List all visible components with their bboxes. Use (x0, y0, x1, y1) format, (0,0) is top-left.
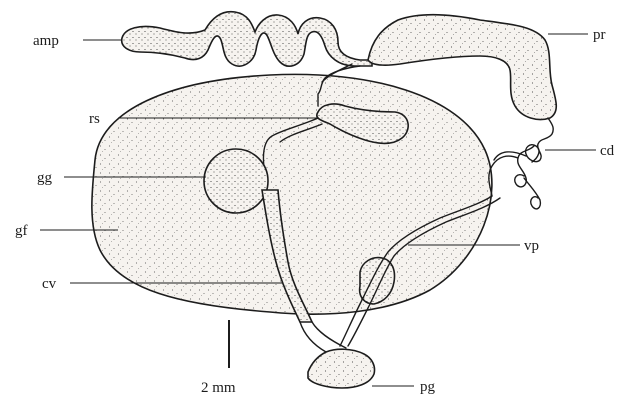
label-amp: amp (33, 33, 59, 49)
ampulla-amp (122, 12, 372, 66)
label-pg: pg (420, 379, 436, 395)
label-cv: cv (42, 276, 57, 292)
label-gf: gf (15, 223, 28, 239)
label-cd: cd (600, 143, 615, 159)
scale-bar: 2 mm (201, 320, 236, 396)
label-vp: vp (524, 238, 539, 254)
label-pr: pr (593, 27, 606, 43)
gland-gg (204, 149, 268, 213)
label-rs: rs (89, 111, 100, 127)
scale-bar-label: 2 mm (201, 380, 236, 396)
gland-pg (300, 322, 375, 388)
label-gg: gg (37, 170, 53, 186)
coiled-duct-cd (489, 118, 553, 209)
